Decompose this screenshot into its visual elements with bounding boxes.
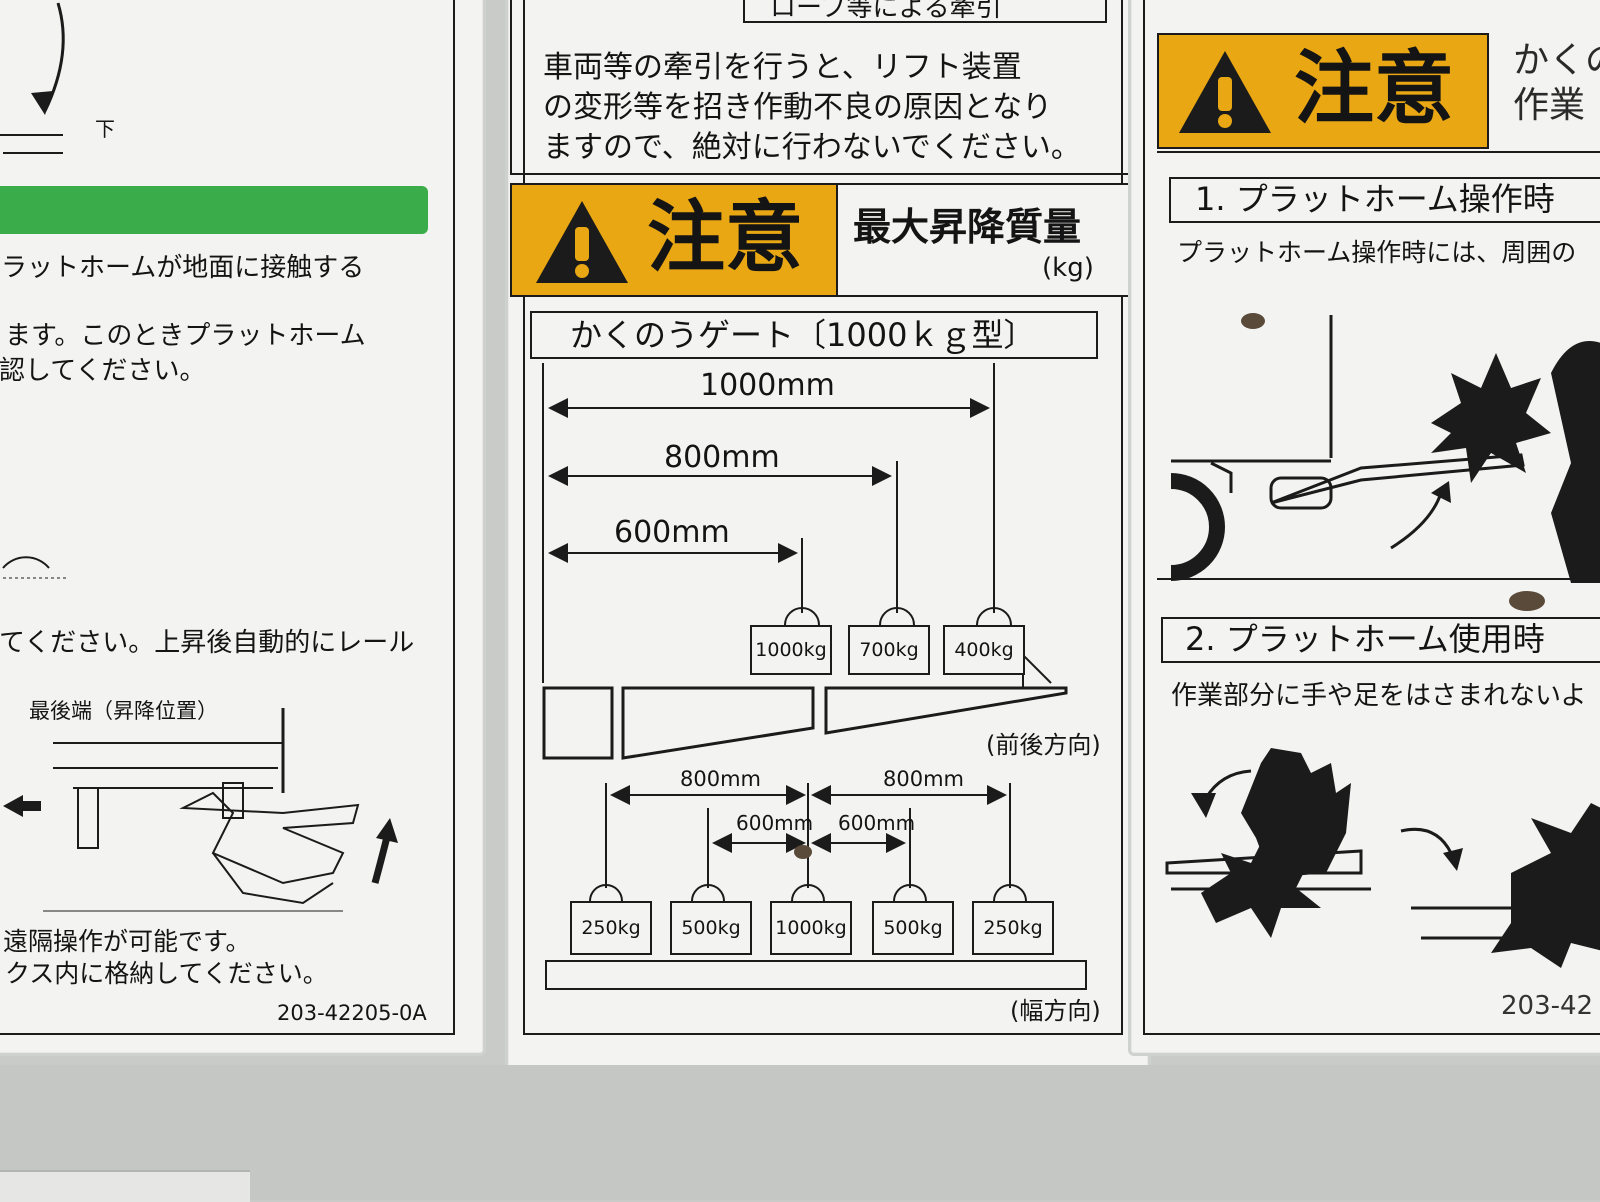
left-line-5: 遠隔操作が可能です。 (3, 927, 251, 956)
width-weight-250kg-left: 250kg (570, 901, 652, 955)
left-line-1: ラットホームが地面に接触する (1, 253, 365, 283)
max-mass-unit: (kg) (1042, 253, 1094, 283)
truck-body-bracket (0, 1170, 250, 1202)
gate-model-box (530, 311, 1098, 359)
width-weight-500kg-left: 500kg (670, 901, 752, 955)
width-dim-inner-right: 600mm (838, 811, 916, 835)
right-side-text-2: 作業 (1513, 85, 1586, 126)
longitudinal-direction-label: (前後方向) (986, 731, 1101, 759)
right-side-text-1: かくの (1513, 40, 1600, 81)
weight-1000kg: 1000kg (750, 625, 832, 675)
right-warning-label: 注意 かくの 作業 1. プラットホーム操作時 プラットホーム操作時には、周囲の… (1128, 0, 1600, 1056)
width-dim-outer-right: 800mm (883, 767, 964, 791)
right-label-code: 203-42 (1501, 991, 1594, 1021)
width-dim-inner-left: 600mm (736, 811, 814, 835)
left-illustrations (0, 2, 398, 912)
step2-text: 作業部分に手や足をはさまれないよ (1171, 681, 1587, 711)
weight-400kg: 400kg (943, 625, 1025, 675)
max-mass-box (836, 183, 1132, 297)
load-distribution-diagram (542, 363, 1087, 990)
right-label-border (1143, 0, 1600, 1035)
left-warning-label: 下 ラットホームが地面に接触する ます。このときプラットホーム 認してください。… (0, 0, 486, 1056)
warning-triangle-icon-right (1179, 51, 1271, 133)
dim-800mm: 800mm (664, 440, 780, 475)
truck-body-lower (0, 1065, 1600, 1200)
rear-end-label: 最後端（昇降位置） (29, 699, 218, 723)
max-mass-title: 最大昇降質量 (853, 205, 1082, 249)
weight-700kg: 700kg (848, 625, 930, 675)
right-caution-banner: 注意 (1157, 33, 1489, 149)
intro-line-1: 車両等の牽引を行うと、リフト装置 (543, 50, 1022, 85)
caution-banner: 注意 (510, 183, 842, 297)
intro-line-3: ますので、絶対に行わないでください。 (543, 130, 1081, 165)
warning-triangle-icon (536, 201, 628, 283)
right-caution-label: 注意 (1294, 42, 1454, 135)
step2-title-box (1161, 617, 1600, 663)
left-label-code: 203-42205-0A (277, 1001, 427, 1025)
left-label-border (0, 0, 455, 1035)
right-illustrations (1157, 315, 1600, 968)
step1-title-box (1169, 177, 1600, 223)
left-line-4: てください。上昇後自動的にレール (0, 628, 415, 658)
intro-line-2: の変形等を招き作動不良の原因となり (543, 90, 1053, 125)
left-line-3: 認してください。 (0, 356, 206, 386)
width-weight-500kg-right: 500kg (872, 901, 954, 955)
width-direction-label: (幅方向) (1010, 997, 1101, 1025)
center-label-border (523, 0, 1123, 1035)
dirt-spot-right-2 (1509, 591, 1545, 611)
center-warning-label: ロープ等による牽引 車両等の牽引を行うと、リフト装置 の変形等を招き作動不良の原… (505, 0, 1151, 1071)
down-label: 下 (95, 117, 115, 141)
step1-title: 1. プラットホーム操作時 (1195, 180, 1555, 218)
dim-600mm: 600mm (614, 515, 730, 550)
top-header-box (743, 0, 1107, 23)
gate-model-title: かくのうゲート〔1000ｋｇ型〕 (570, 316, 1036, 354)
green-status-bar (0, 186, 428, 234)
dirt-spot-right-1 (1241, 313, 1265, 329)
left-line-2: ます。このときプラットホーム (5, 321, 366, 351)
width-dim-outer-left: 800mm (680, 767, 761, 791)
caution-label: 注意 (647, 193, 804, 283)
width-weight-1000kg: 1000kg (770, 901, 852, 955)
top-header-fragment: ロープ等による牽引 (770, 0, 1002, 23)
step1-text: プラットホーム操作時には、周囲の (1177, 238, 1577, 267)
step2-title: 2. プラットホーム使用時 (1185, 620, 1545, 658)
width-weight-250kg-right: 250kg (972, 901, 1054, 955)
dim-1000mm: 1000mm (700, 368, 835, 403)
left-line-6: クス内に格納してください。 (5, 959, 328, 988)
dirt-spot (794, 845, 812, 859)
right-divider (1157, 151, 1600, 153)
